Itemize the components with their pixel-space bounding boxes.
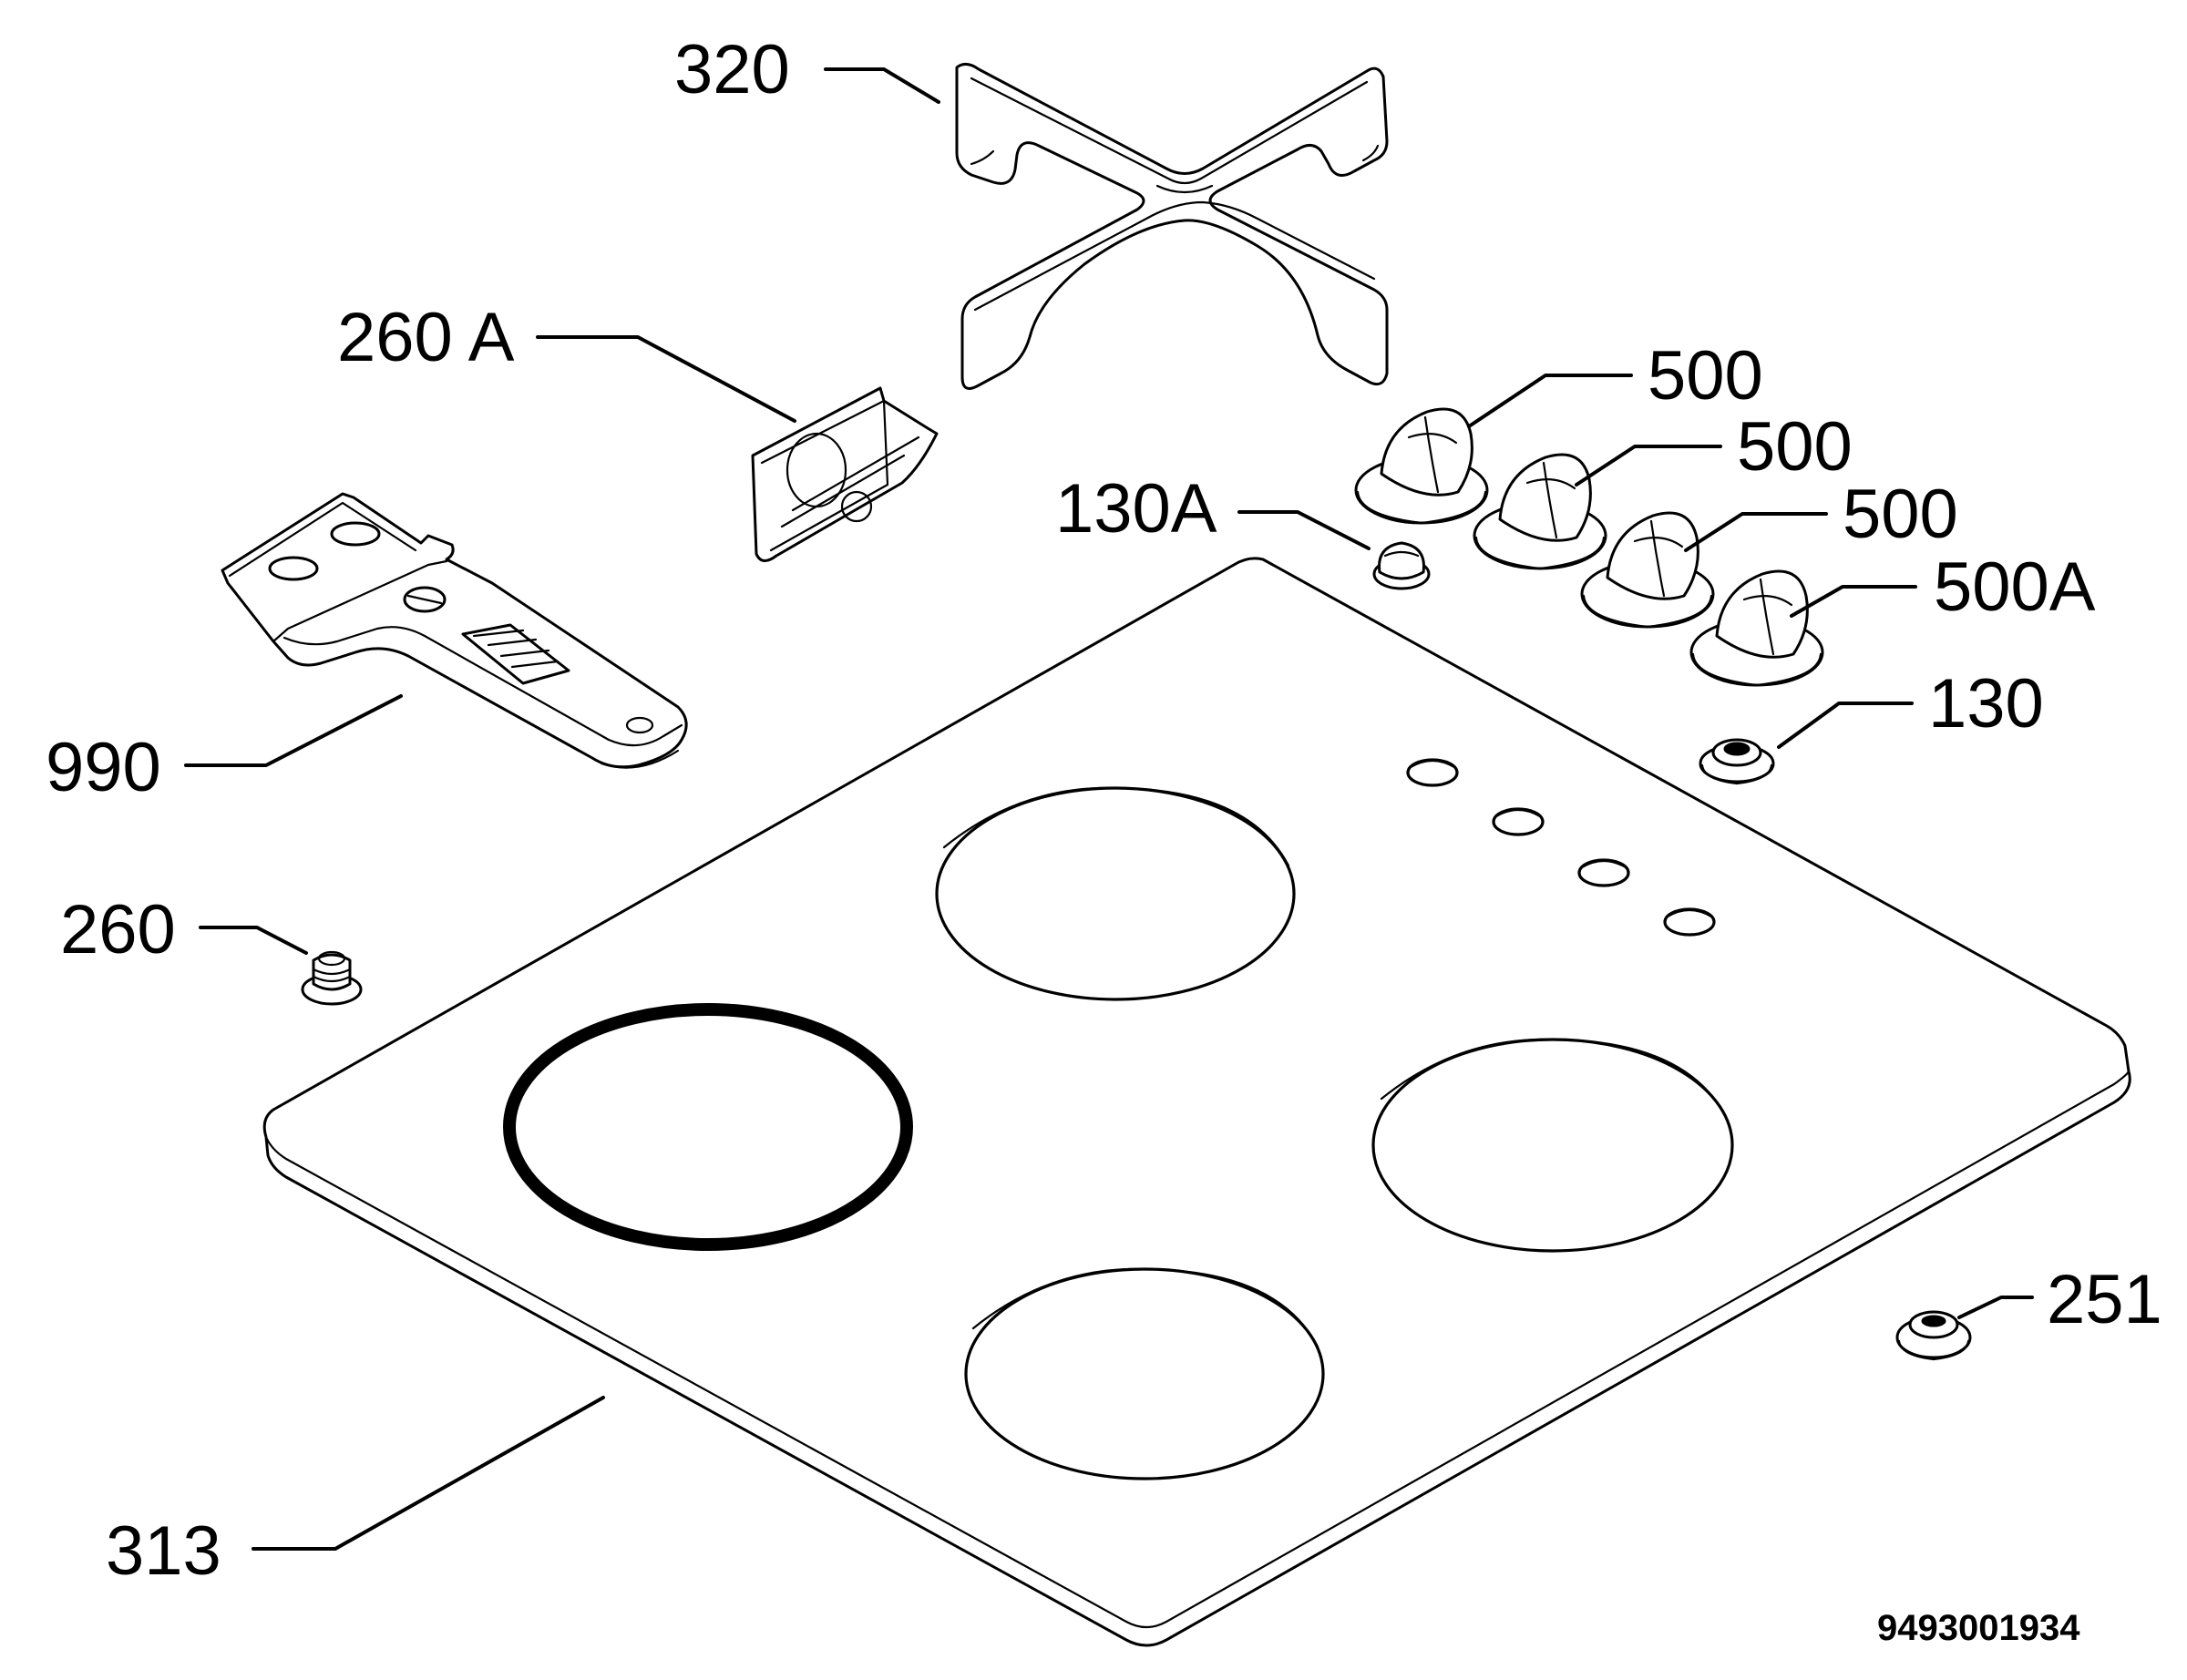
- control-knob-2: [1473, 453, 1607, 570]
- burner-hole-left: [503, 1003, 913, 1251]
- callout-labels: 320 260 A 500 500 500 500A 130A 130 990 …: [46, 31, 2162, 1648]
- ignition-plate-990: [221, 492, 688, 769]
- spindle-holes: [1406, 758, 1716, 937]
- callout-knob-4: 500A: [1934, 548, 2096, 626]
- callout-bush-130: 130: [1928, 665, 2044, 743]
- callout-knob-3: 500: [1843, 476, 1958, 553]
- leader-lines: [184, 67, 2034, 1551]
- bracket-260a: [751, 386, 939, 562]
- callout-bracket-260a: 260 A: [337, 299, 515, 376]
- hob-top-313: [262, 557, 2131, 1647]
- callout-ignition-plate: 990: [46, 729, 161, 806]
- burner-hole-back: [935, 786, 1296, 1001]
- bush-251: [1895, 1310, 1972, 1361]
- document-number: 9493001934: [1877, 1608, 2080, 1648]
- control-knob-1: [1354, 407, 1489, 525]
- bush-260: [301, 950, 363, 1006]
- callout-bush-130a: 130A: [1055, 470, 1217, 548]
- callout-grate: 320: [674, 31, 790, 108]
- callout-knob-2: 500: [1737, 408, 1853, 486]
- callout-bush-260: 260: [60, 891, 176, 968]
- bush-130a: [1372, 541, 1431, 590]
- callout-knob-1: 500: [1648, 337, 1763, 415]
- callout-hob-top: 313: [106, 1512, 221, 1590]
- pan-support-grate-320: [955, 63, 1389, 390]
- callout-bush-251: 251: [2047, 1261, 2162, 1338]
- control-knob-4-500a: [1689, 569, 1824, 687]
- burner-hole-right: [1371, 1038, 1734, 1253]
- control-knob-3: [1580, 511, 1715, 629]
- bush-130: [1699, 738, 1775, 785]
- burner-hole-front: [964, 1267, 1325, 1480]
